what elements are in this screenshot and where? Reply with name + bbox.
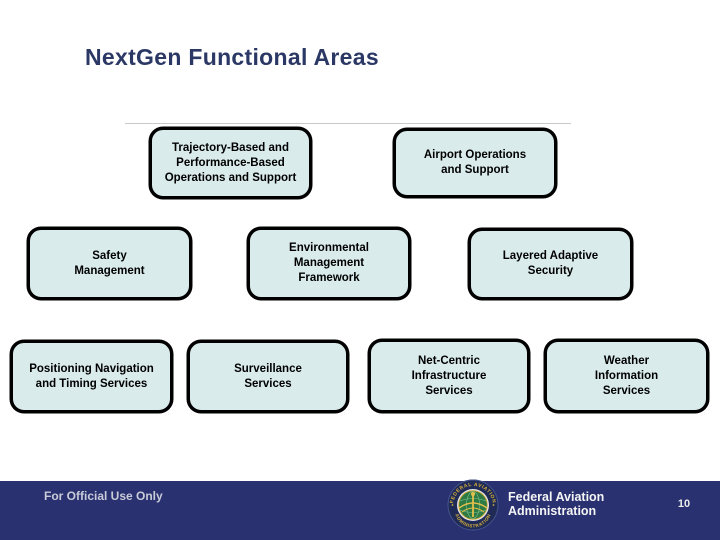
functional-area-label: Trajectory-Based and Performance-Based O… [164, 141, 297, 184]
functional-area-label: Safety Management [74, 249, 145, 277]
functional-area-label: Environmental Management Framework [289, 242, 369, 284]
functional-area-label: Airport Operations and Support [423, 149, 527, 176]
functional-area-box-surveillance-services: Surveillance Services [187, 340, 349, 413]
classification-text: For Official Use Only [44, 489, 163, 503]
decor-hairline [125, 123, 571, 124]
agency-name: Federal Aviation Administration [508, 490, 604, 518]
agency-name-line1: Federal Aviation [508, 490, 605, 504]
functional-area-box-weather-information: Weather Information Services [544, 339, 709, 413]
functional-area-label: Layered Adaptive Security [502, 250, 599, 277]
functional-area-box-airport-operations: Airport Operations and Support [393, 128, 557, 198]
agency-name-line2: Administration [508, 504, 597, 518]
functional-area-label: Surveillance Services [234, 362, 302, 390]
functional-area-box-net-centric-infrastructure: Net-Centric Infrastructure Services [368, 339, 530, 413]
faa-seal-logo: FEDERAL AVIATION ADMINISTRATION [447, 479, 499, 531]
functional-area-box-safety-management: Safety Management [27, 227, 192, 300]
slide-title: NextGen Functional Areas [85, 44, 379, 70]
page-number: 10 [677, 498, 691, 510]
functional-area-label: Weather Information Services [594, 354, 659, 397]
footer-bar [0, 481, 720, 540]
functional-area-label: Net-Centric Infrastructure Services [411, 354, 487, 397]
functional-area-label: Positioning Navigation and Timing Servic… [29, 362, 154, 390]
functional-area-box-trajectory-based-ops: Trajectory-Based and Performance-Based O… [149, 127, 312, 199]
functional-area-box-layered-adaptive-security: Layered Adaptive Security [468, 228, 633, 300]
functional-area-box-environmental-management: Environmental Management Framework [247, 227, 411, 300]
functional-area-box-positioning-navigation-timing: Positioning Navigation and Timing Servic… [10, 340, 173, 413]
